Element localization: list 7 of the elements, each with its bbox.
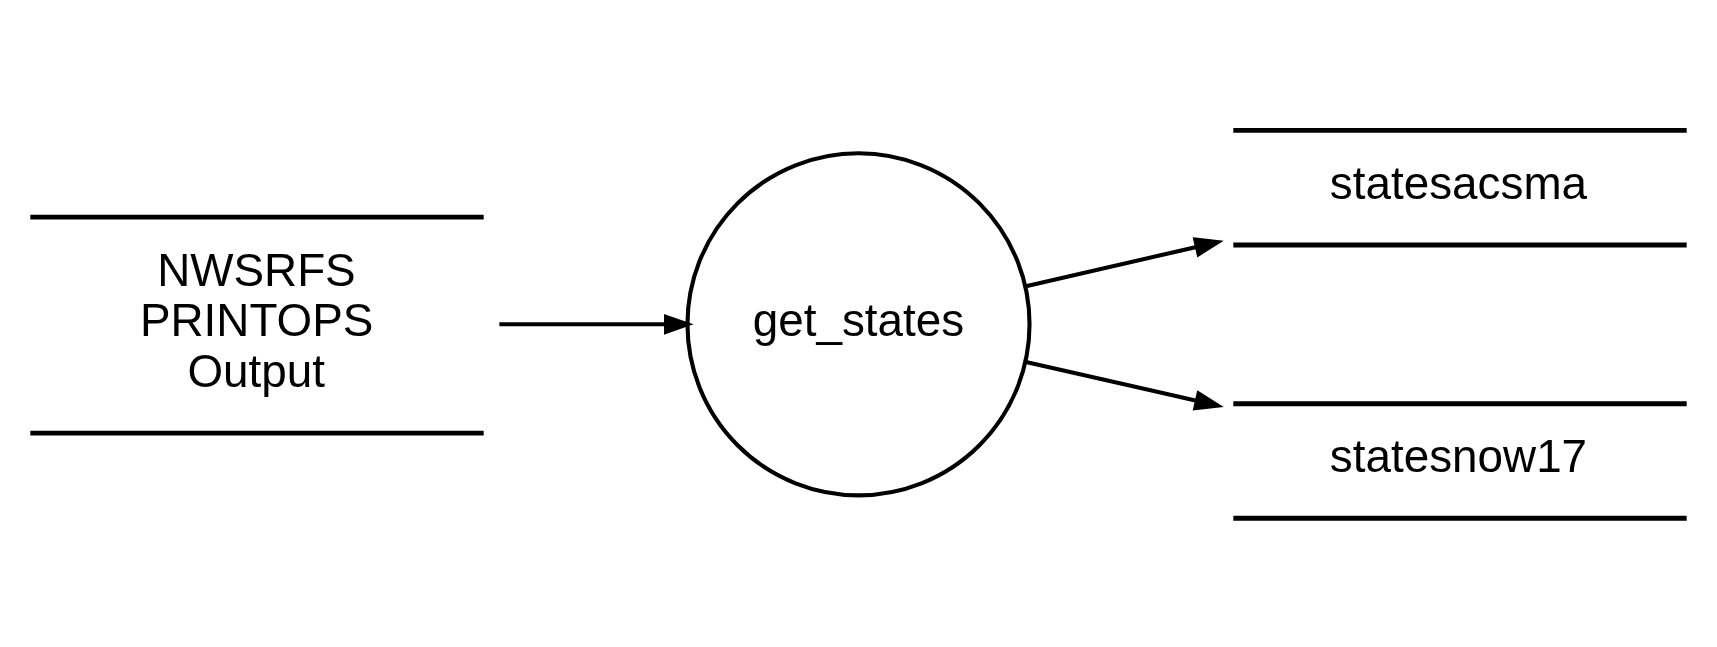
arrow — [499, 314, 694, 335]
node-text: NWSRFS PRINTOPS Output — [139, 244, 374, 398]
node-circle: get_states — [685, 151, 1032, 498]
node-text: statesacsma — [1329, 157, 1588, 209]
arrow — [1025, 237, 1224, 289]
arrow — [1025, 360, 1224, 411]
node-text: statesnow17 — [1329, 431, 1588, 483]
